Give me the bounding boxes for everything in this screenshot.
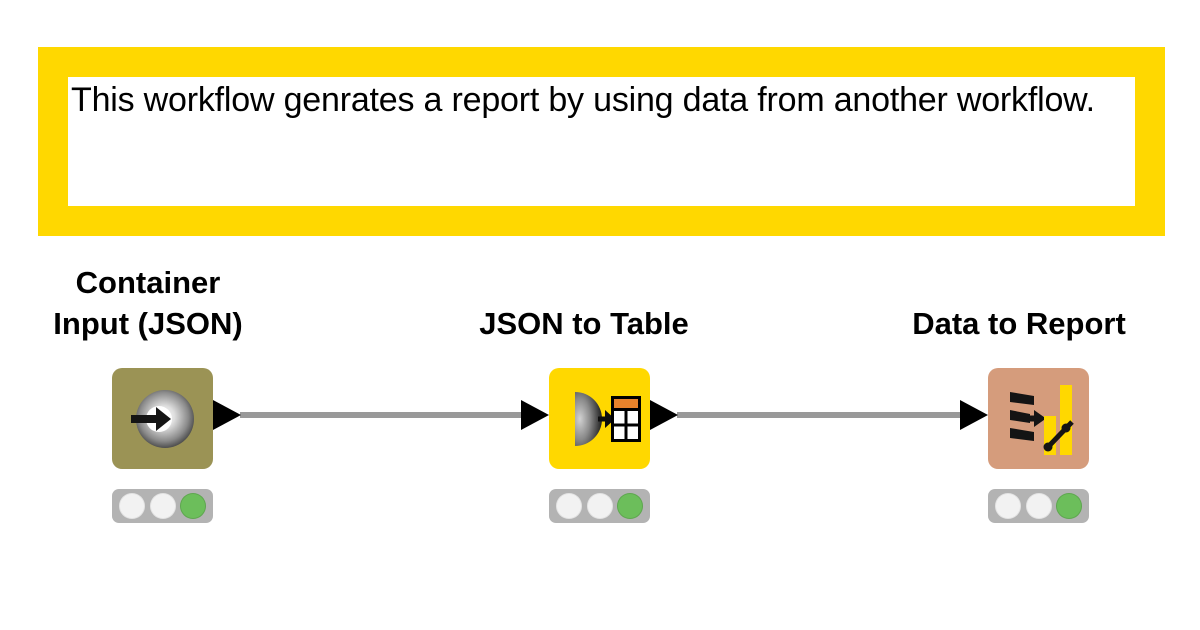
node2-label-text: JSON to Table [479,306,689,341]
node3-label[interactable]: Data to Report [819,303,1200,344]
data-to-report-icon [1010,385,1074,455]
node2-yellow-light [586,493,613,519]
node-data-to-report[interactable] [988,368,1089,469]
node2-output-port[interactable] [650,400,678,430]
node2-input-port[interactable] [521,400,549,430]
node-json-to-table[interactable] [549,368,650,469]
node1-label-line1: Container [75,265,221,300]
node2-label[interactable]: JSON to Table [384,303,784,344]
node3-traffic-light [988,489,1089,523]
node2-traffic-light [549,489,650,523]
connection-node2-node3[interactable] [677,412,961,418]
annotation-text: This workflow genrates a report by using… [71,81,1095,119]
workflow-annotation[interactable]: This workflow genrates a report by using… [38,47,1165,236]
node1-red-light [119,493,145,519]
node-container-input-json[interactable] [112,368,213,469]
node2-green-light [617,493,643,519]
node3-label-text: Data to Report [912,306,1126,341]
node1-label-line2: Input (JSON) [53,306,243,341]
node1-yellow-light [149,493,176,519]
node3-green-light [1056,493,1082,519]
json-to-table-icon [575,392,641,446]
container-input-icon [131,390,194,448]
node3-input-port[interactable] [960,400,988,430]
node3-red-light [995,493,1021,519]
node3-yellow-light [1025,493,1052,519]
node2-red-light [556,493,582,519]
connection-node1-node2[interactable] [240,412,522,418]
node1-label[interactable]: Container Input (JSON) [0,262,348,344]
node1-traffic-light [112,489,213,523]
node1-green-light [180,493,206,519]
node1-output-port[interactable] [213,400,241,430]
